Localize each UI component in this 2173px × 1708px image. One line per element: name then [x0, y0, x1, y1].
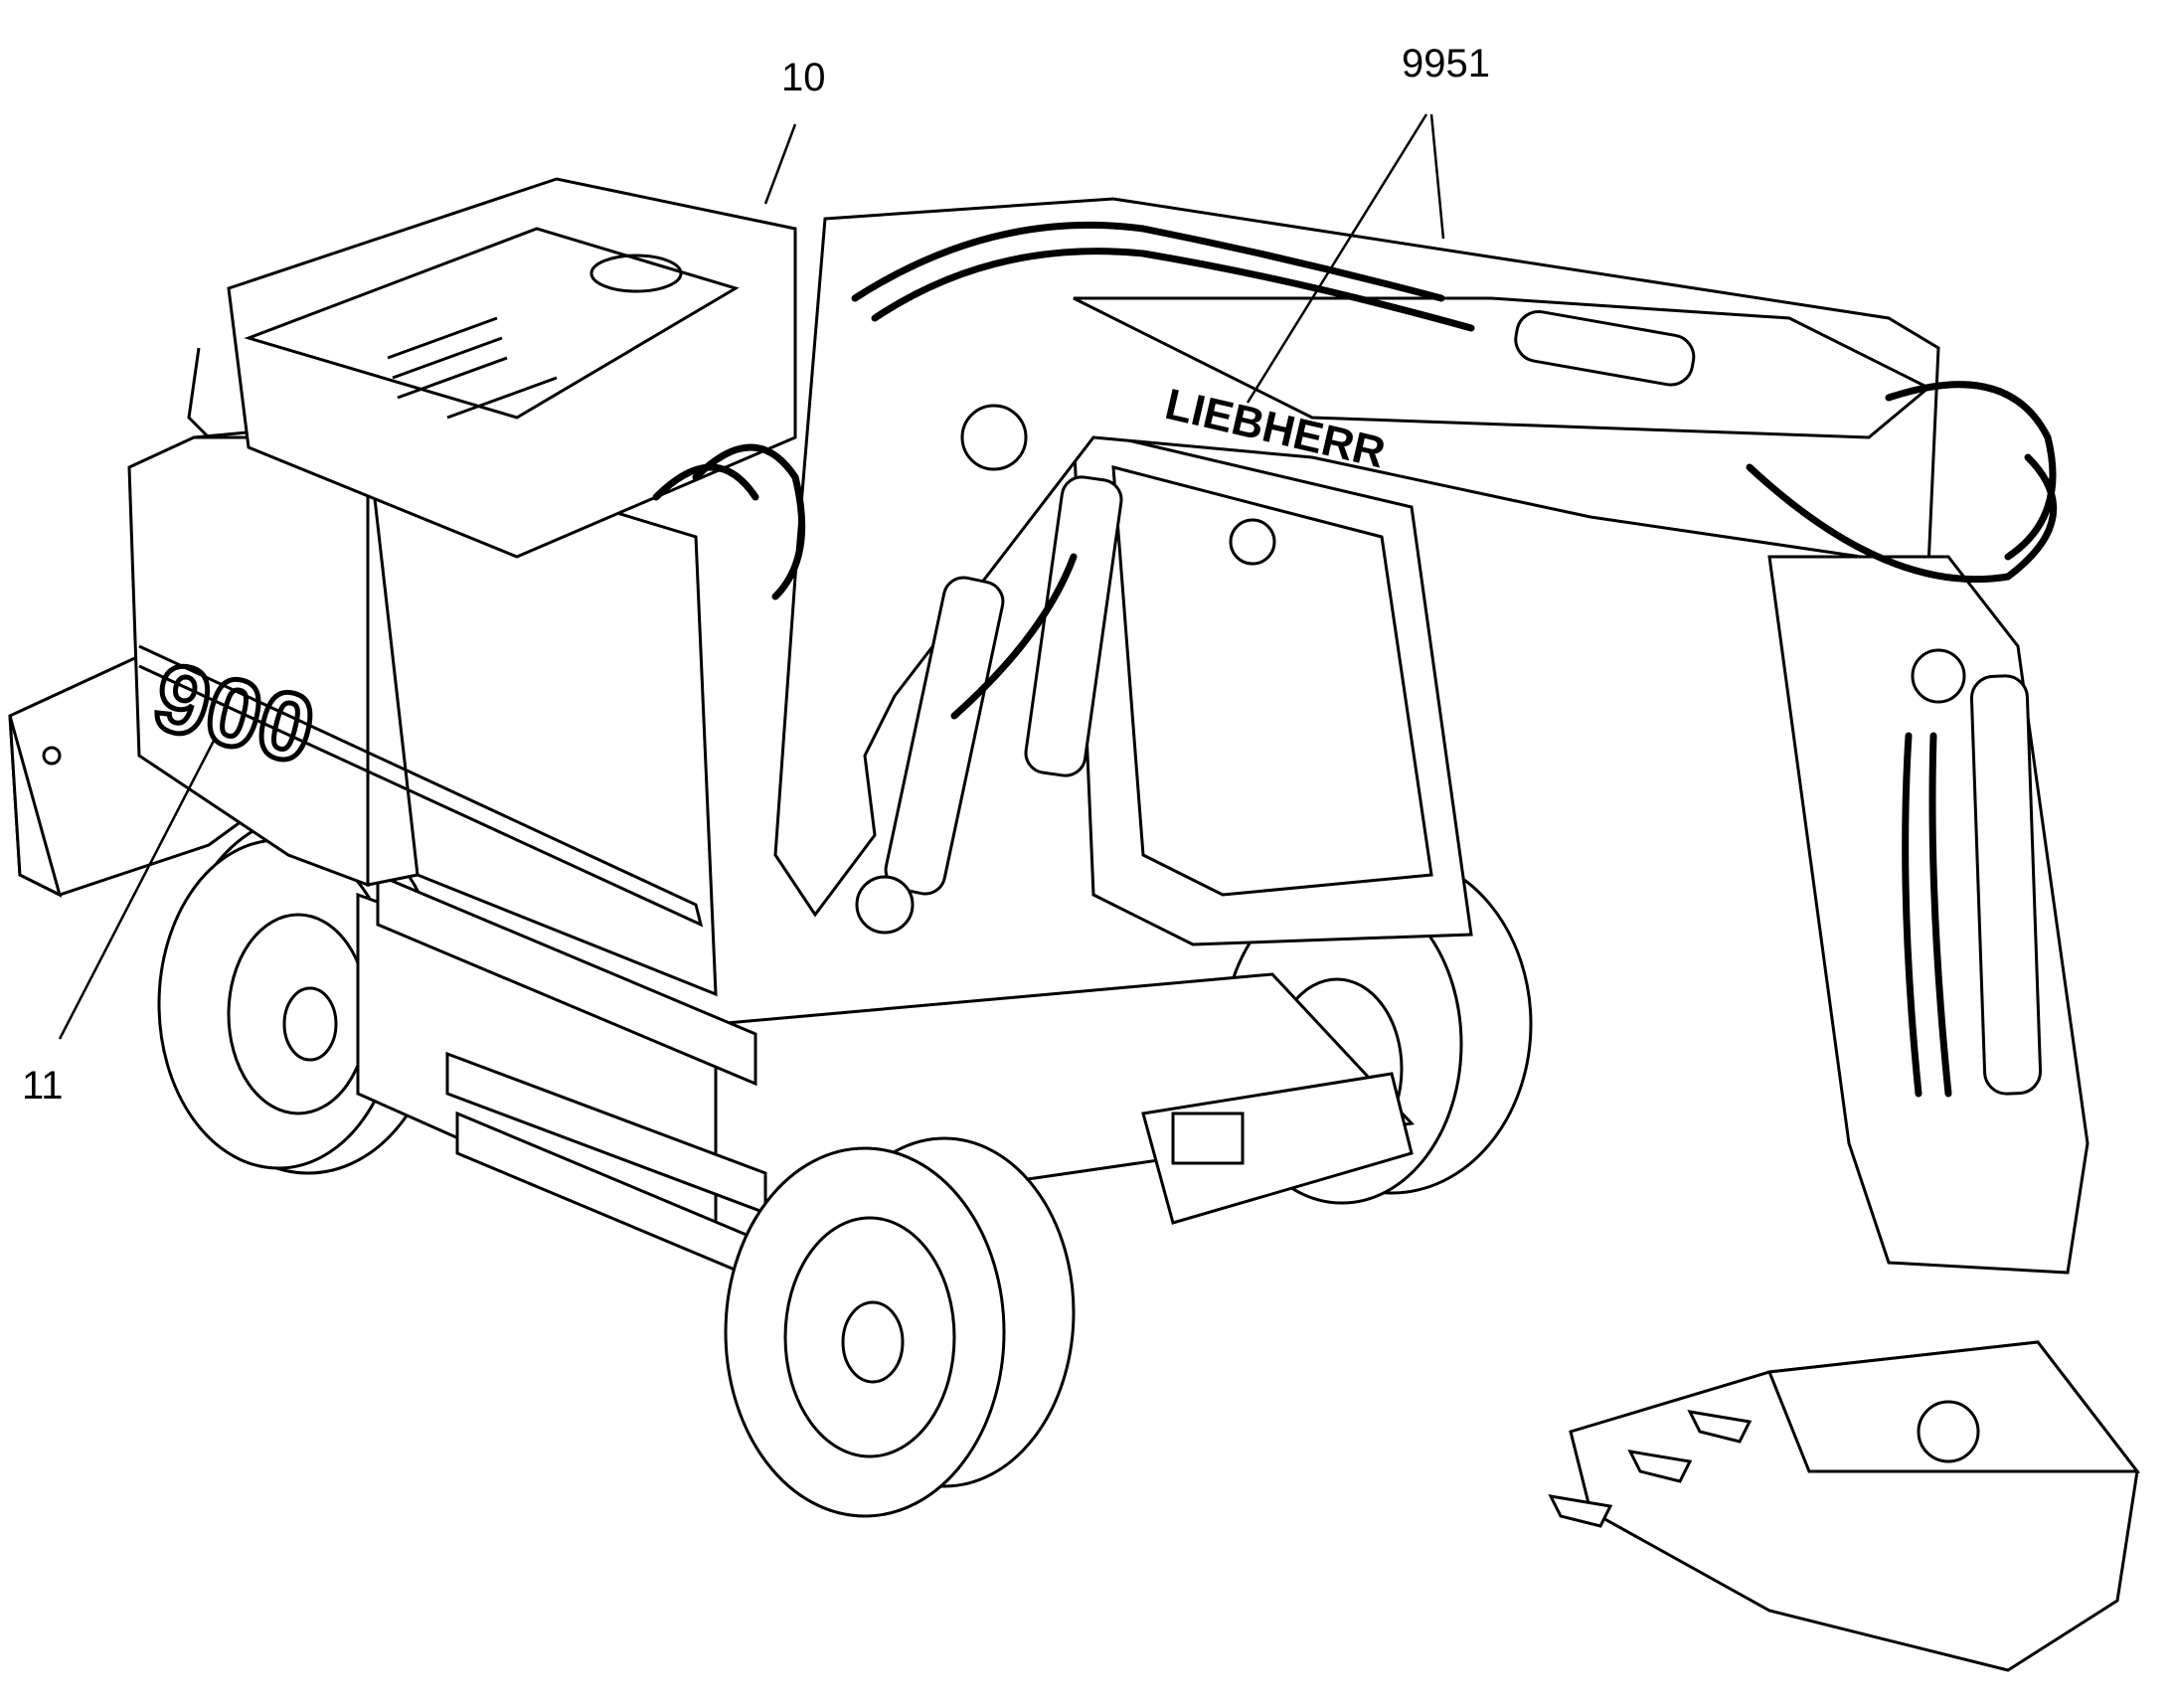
engine-housing: [127, 177, 797, 997]
callout-leaders: [58, 113, 1445, 1040]
leader-10: [763, 123, 797, 205]
operator-cab: [1072, 426, 1473, 946]
stick: [1767, 555, 2089, 1275]
leader-9951-a: [1246, 113, 1428, 404]
hydraulic-hoses: [652, 221, 2058, 1098]
callout-10: 10: [781, 56, 826, 99]
front-left-wheel: [724, 1136, 1076, 1518]
leader-11: [58, 740, 216, 1040]
bucket: [1548, 1340, 2141, 1672]
boom-cylinders: [855, 404, 1123, 935]
leader-9951-b: [1429, 113, 1445, 240]
callout-9951: 9951: [1402, 42, 1490, 85]
callout-11: 11: [22, 1064, 64, 1108]
